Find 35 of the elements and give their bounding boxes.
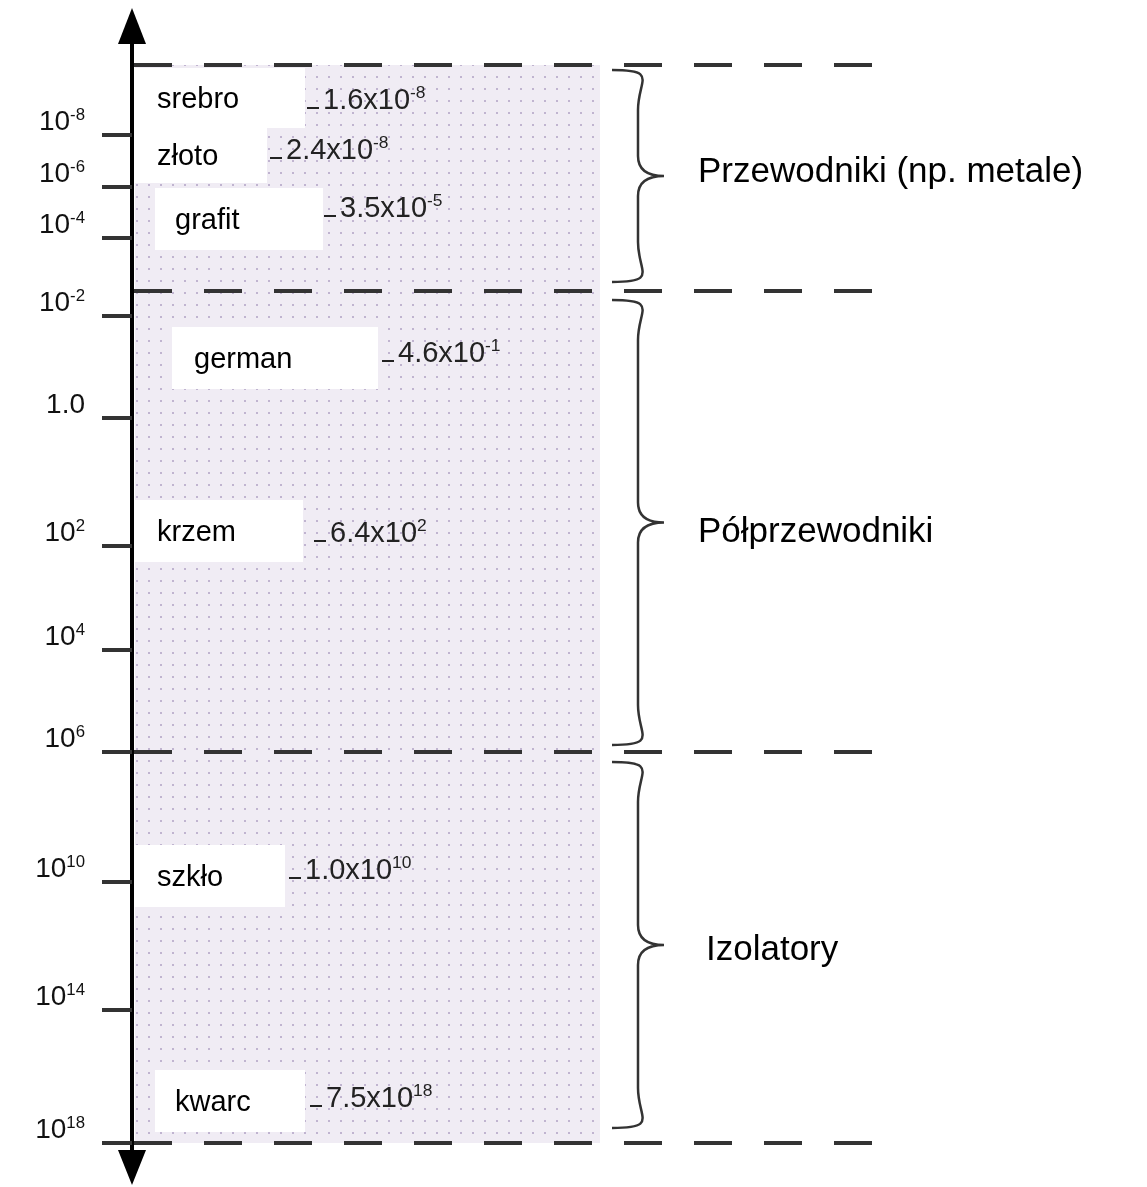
category-label: Przewodniki (np. metale): [698, 150, 1084, 190]
material-name: german: [194, 341, 293, 375]
tick-label: 10$^{-6}$: [37, 157, 85, 190]
material-label-box: [135, 845, 285, 907]
material-name: szkło: [157, 859, 224, 893]
tick-label: 10$^{14}$: [34, 980, 85, 1013]
tick-label: 10$^{-8}$: [37, 105, 85, 138]
resistivity-value: 6.4x10$^{2}$: [330, 515, 427, 549]
resistivity-value: 4.6x10$^{-1}$: [398, 335, 501, 369]
material-label-box: [155, 1070, 305, 1132]
material-label-box: [135, 68, 305, 128]
material-label-box: [135, 128, 267, 183]
resistivity-value: 7.5x10$^{18}$: [326, 1080, 433, 1114]
material-name: srebro: [157, 81, 240, 115]
material-label-box: [172, 327, 378, 389]
tick-label: 1.0: [45, 388, 85, 420]
resistivity-value: 1.6x10$^{-8}$: [323, 82, 426, 116]
tick-label: 10$^{6}$: [43, 722, 85, 755]
tick-label: 10$^{-2}$: [37, 286, 85, 319]
tick-label: 10$^{4}$: [43, 620, 85, 653]
category-label: Półprzewodniki: [698, 510, 934, 550]
material-label-box: [135, 500, 303, 562]
tick-label: 10$^{-4}$: [37, 208, 85, 241]
material-name: krzem: [157, 514, 236, 548]
material-name: grafit: [175, 202, 240, 236]
material-label-box: [155, 188, 323, 250]
tick-label: 10$^{18}$: [34, 1113, 85, 1146]
tick-label: 10$^{10}$: [34, 852, 85, 885]
resistivity-value: 3.5x10$^{-5}$: [340, 190, 443, 224]
material-name: złoto: [157, 139, 219, 172]
category-label: Izolatory: [706, 928, 839, 968]
resistivity-value: 1.0x10$^{10}$: [305, 852, 412, 886]
material-name: kwarc: [175, 1084, 251, 1118]
tick-label: 10$^{2}$: [43, 516, 85, 549]
resistivity-value: 2.4x10$^{-8}$: [286, 132, 389, 166]
